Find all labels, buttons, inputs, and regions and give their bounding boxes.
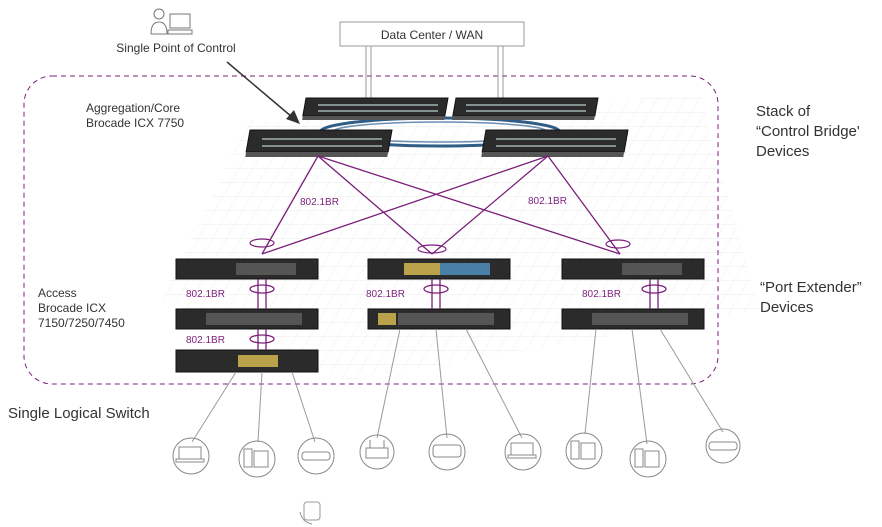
link-label-3: 802.1BR	[186, 289, 225, 300]
ip-phone-icon	[565, 432, 603, 470]
access-label-line1: Access	[38, 286, 77, 300]
datacenter-box	[339, 21, 525, 47]
laptop-icon	[172, 437, 210, 475]
core-switch-front-right	[481, 129, 629, 157]
agg-label-line2: Brocade ICX 7750	[86, 116, 184, 130]
agg-label-line1: Aggregation/Core	[86, 101, 180, 115]
access-switch-2-1	[367, 258, 511, 280]
link-label-6: 802.1BR	[186, 335, 225, 346]
stack-label-line2: “Control Bridge'	[756, 123, 860, 140]
access-switch-2-2	[367, 308, 511, 330]
control-point-label: Single Point of Control	[116, 41, 235, 55]
core-ports	[262, 104, 616, 147]
stack-links	[249, 279, 667, 350]
stack-label-line3: Devices	[756, 143, 809, 160]
control-arrow	[226, 61, 300, 124]
access-switch-1-1	[175, 258, 319, 280]
core-links	[261, 155, 621, 255]
access-switch-1-3	[175, 349, 319, 373]
access-switch-3-1	[561, 258, 705, 280]
link-label-4: 802.1BR	[366, 289, 405, 300]
ip-phone-icon	[238, 440, 276, 478]
access-switch-1-2	[175, 308, 319, 330]
link-rings-top	[249, 238, 631, 254]
pe-label-line2: Devices	[760, 299, 813, 316]
printer-icon	[428, 433, 466, 471]
wireless-ap-icon	[359, 434, 395, 470]
link-label-2: 802.1BR	[528, 196, 567, 207]
wireless-ap-icon	[297, 437, 335, 475]
stack-label-line1: Stack of	[756, 103, 811, 120]
link-label-5: 802.1BR	[582, 289, 621, 300]
wireless-ap-icon	[705, 428, 741, 464]
core-switch-back-right	[452, 97, 599, 120]
endpoint-cables	[191, 328, 724, 445]
hand-device-icon	[299, 501, 321, 525]
core-switch-back-left	[302, 97, 449, 120]
core-switch-front-left	[245, 129, 393, 157]
access-switch-3-2	[561, 308, 705, 330]
access-label-line2: Brocade ICX	[38, 301, 106, 315]
datacenter-label: Data Center / WAN	[381, 28, 483, 42]
admin-person-computer-icon	[150, 8, 193, 35]
link-label-1: 802.1BR	[300, 197, 339, 208]
pe-label-line1: “Port Extender”	[760, 279, 862, 296]
laptop-icon	[504, 433, 542, 471]
access-label-line3: 7150/7250/7450	[38, 316, 125, 330]
ip-phone-icon	[629, 440, 667, 478]
single-switch-label: Single Logical Switch	[8, 405, 150, 422]
uplinks	[365, 46, 504, 102]
